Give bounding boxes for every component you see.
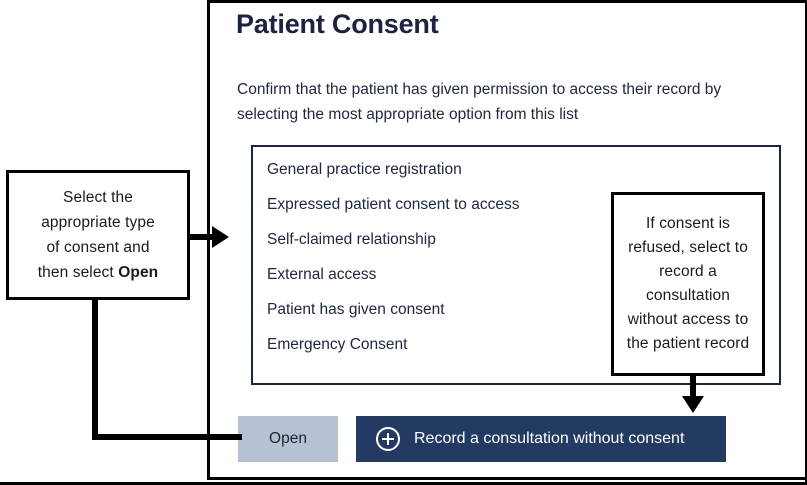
record-consultation-without-consent-button[interactable]: Record a consultation without consent — [356, 416, 726, 462]
annotation-callout-right: If consent is refused, select to record … — [611, 192, 765, 376]
annotation-left-line3: of consent and — [46, 239, 150, 256]
panel-description: Confirm that the patient has given permi… — [237, 81, 722, 123]
list-item[interactable]: General practice registration — [267, 161, 462, 178]
annotation-left-line4-bold: Open — [118, 264, 159, 281]
annotation-right-text: If consent is refused, select to record … — [626, 215, 750, 352]
connector-line-left-to-list — [188, 234, 214, 240]
list-item[interactable]: Self-claimed relationship — [267, 231, 436, 248]
connector-line-right-vertical — [690, 373, 696, 402]
annotation-left-line1: Select the — [63, 189, 133, 206]
page-title: Patient Consent — [236, 9, 439, 39]
annotation-left-line2: appropriate type — [41, 214, 155, 231]
annotation-callout-left: Select the appropriate type of consent a… — [6, 170, 190, 300]
list-item[interactable]: Patient has given consent — [267, 301, 445, 318]
list-item[interactable]: Emergency Consent — [267, 336, 408, 353]
list-item[interactable]: Expressed patient consent to access — [267, 196, 520, 213]
list-item[interactable]: External access — [267, 266, 377, 283]
plus-circle-icon — [376, 427, 400, 451]
open-button-label: Open — [269, 430, 307, 447]
annotation-left-line4: then select — [37, 264, 119, 281]
open-button[interactable]: Open — [238, 416, 338, 462]
arrow-right-icon — [212, 226, 229, 248]
connector-line-left-to-open — [92, 434, 242, 440]
annotation-left-text: Select the appropriate type of consent a… — [38, 185, 159, 285]
arrow-down-icon — [682, 396, 704, 413]
connector-line-left-vertical — [92, 297, 98, 440]
record-button-label: Record a consultation without consent — [414, 430, 685, 447]
